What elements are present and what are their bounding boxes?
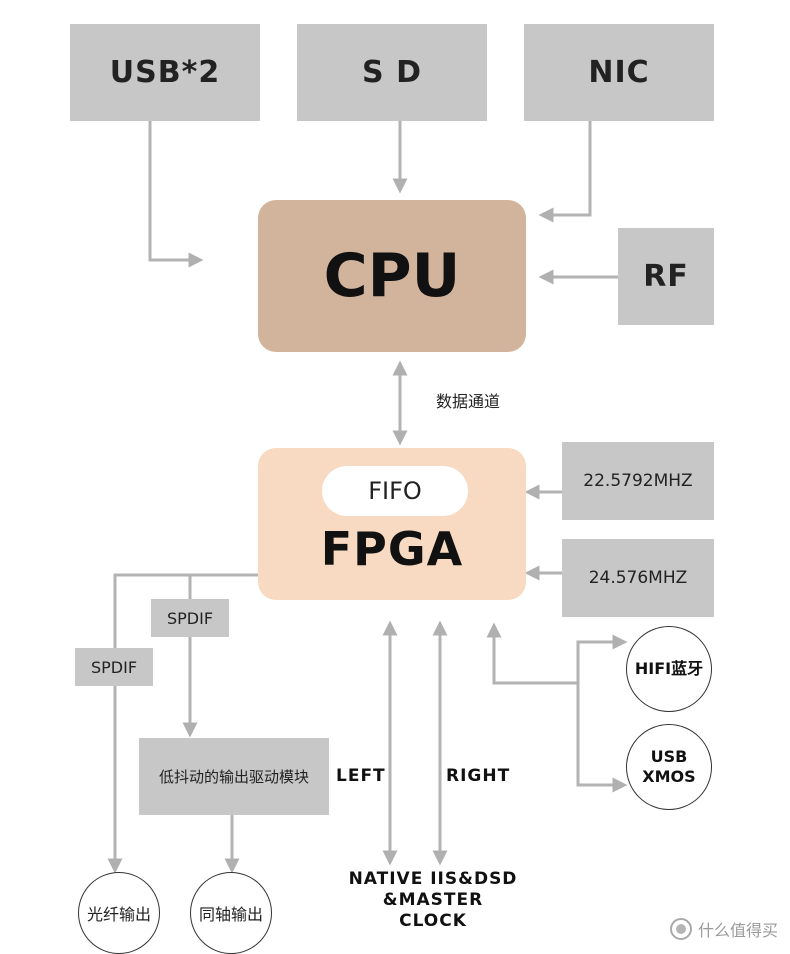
right-channel-label: RIGHT bbox=[446, 766, 511, 786]
fifo-badge: FIFO bbox=[322, 466, 468, 516]
clock-24-box: 24.576MHZ bbox=[562, 539, 714, 617]
fpga-label: FPGA bbox=[320, 522, 464, 576]
module-label: 低抖动的输出驱动模块 bbox=[158, 768, 309, 786]
watermark-text: 什么值得买 bbox=[697, 921, 778, 940]
data-channel-label: 数据通道 bbox=[436, 392, 501, 411]
sd-label: S D bbox=[362, 55, 422, 90]
rf-box: RF bbox=[618, 228, 714, 325]
fpga-to-optical-line bbox=[107, 573, 258, 874]
usb-xmos-line1: USB bbox=[650, 747, 688, 766]
native-iis-label: NATIVE IIS&DSD &MASTER CLOCK bbox=[346, 869, 520, 932]
cpu-block: CPU bbox=[258, 200, 526, 352]
spdif-inner-label: SPDIF bbox=[166, 608, 214, 628]
usb-label: USB*2 bbox=[109, 55, 221, 90]
usb-xmos-node: USB XMOS bbox=[626, 724, 712, 810]
nic-box: NIC bbox=[524, 24, 714, 121]
nic-label: NIC bbox=[588, 55, 650, 90]
left-channel-label: LEFT bbox=[336, 766, 386, 786]
nic-to-cpu-arrow bbox=[538, 121, 592, 223]
hifi-bluetooth-label: HIFI蓝牙 bbox=[634, 659, 704, 678]
optical-output-node: 光纤输出 bbox=[78, 872, 160, 954]
watermark: 什么值得买 bbox=[669, 917, 778, 941]
fpga-to-peripherals-line bbox=[486, 622, 578, 685]
usb-to-cpu-arrow bbox=[148, 121, 204, 268]
clock-24-label: 24.576MHZ bbox=[588, 568, 688, 588]
usbxmos-branch-arrow bbox=[576, 683, 628, 793]
native-iis-line1: NATIVE IIS&DSD bbox=[348, 869, 518, 889]
cpu-label: CPU bbox=[323, 241, 461, 311]
usb-box: USB*2 bbox=[70, 24, 260, 121]
spdif-outer-label: SPDIF bbox=[90, 657, 138, 677]
usb-xmos-label: USB XMOS bbox=[642, 747, 695, 787]
spdif-tag-inner: SPDIF bbox=[151, 599, 229, 637]
clock-22-label: 22.5792MHZ bbox=[583, 471, 693, 491]
clock-22-box: 22.5792MHZ bbox=[562, 442, 714, 520]
rf-label: RF bbox=[643, 259, 689, 294]
optical-output-label: 光纤输出 bbox=[86, 905, 151, 924]
hifi-bluetooth-node: HIFI蓝牙 bbox=[626, 626, 712, 712]
spdif-tag-outer: SPDIF bbox=[75, 648, 153, 686]
hifi-branch-arrow bbox=[576, 634, 628, 683]
watermark-logo-icon bbox=[669, 918, 692, 940]
output-driver-module: 低抖动的输出驱动模块 bbox=[139, 738, 329, 815]
native-iis-line2: &MASTER CLOCK bbox=[382, 890, 484, 931]
coax-output-node: 同轴输出 bbox=[190, 872, 272, 954]
usb-xmos-line2: XMOS bbox=[642, 767, 696, 786]
coax-output-label: 同轴输出 bbox=[198, 905, 263, 924]
sd-box: S D bbox=[297, 24, 487, 121]
